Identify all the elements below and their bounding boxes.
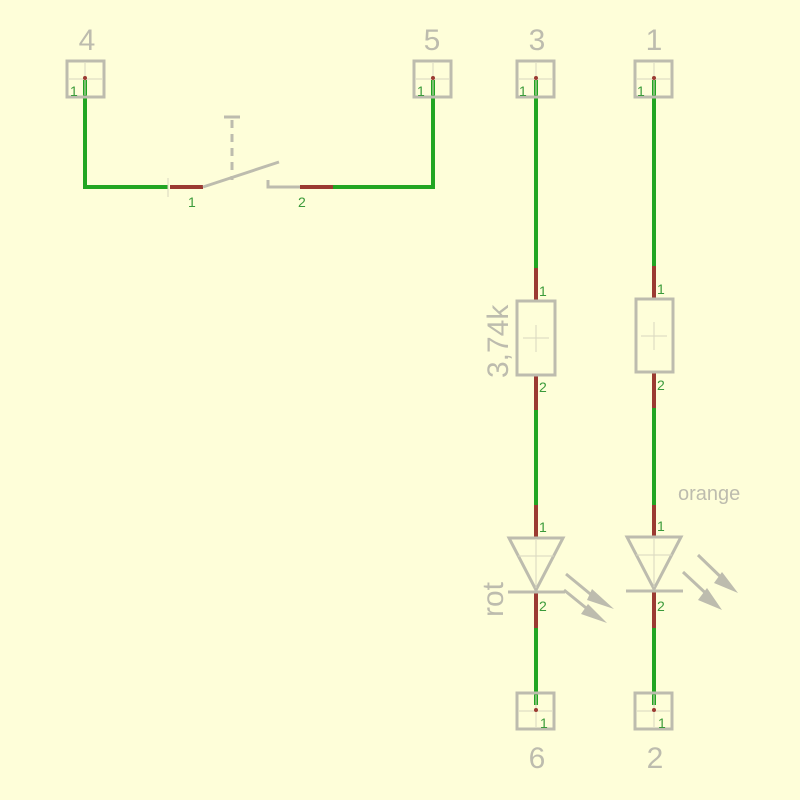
led-right[interactable]: 1 2 orange (624, 483, 740, 628)
resistor-value: 3,74k (482, 304, 515, 378)
light-emission-arrows-icon (681, 553, 738, 610)
pushbutton-switch[interactable]: 1 2 (167, 115, 333, 210)
wire-4-switch[interactable] (83, 80, 168, 189)
connector-6[interactable]: 6 1 (515, 691, 556, 775)
led-color-label: rot (477, 581, 510, 617)
connector-1[interactable]: 1 1 (633, 24, 674, 99)
switch-pin-2: 2 (298, 194, 306, 210)
pin-label: 1 (70, 83, 78, 99)
pin-label: 2 (539, 379, 547, 395)
pin-label: 1 (519, 83, 527, 99)
light-emission-arrows-icon (563, 572, 614, 623)
connector-4[interactable]: 4 1 (65, 24, 106, 99)
connector-2[interactable]: 2 1 (633, 691, 674, 775)
pin-label: 1 (540, 715, 548, 731)
resistor-right[interactable]: 1 2 (634, 266, 675, 408)
pin-label: 1 (657, 281, 665, 297)
connector-label: 5 (424, 24, 441, 57)
resistor-left[interactable]: 1 2 3,74k (482, 268, 557, 410)
connector-label: 3 (529, 24, 546, 57)
connector-label: 2 (647, 742, 664, 775)
connector-label: 6 (529, 742, 546, 775)
pin-label: 2 (539, 598, 547, 614)
pin-label: 1 (637, 83, 645, 99)
led-color-label: orange (678, 483, 740, 505)
connector-label: 1 (646, 24, 663, 57)
pin-label: 1 (658, 715, 666, 731)
switch-pin-1: 1 (188, 194, 196, 210)
connector-label: 4 (79, 24, 96, 57)
pin-label: 1 (417, 83, 425, 99)
wire-switch-5[interactable] (333, 80, 435, 189)
pin-label: 1 (539, 519, 547, 535)
connector-5[interactable]: 5 1 (412, 24, 453, 99)
pin-label: 1 (657, 518, 665, 534)
pin-label: 2 (657, 598, 665, 614)
pin-label: 2 (657, 377, 665, 393)
led-left[interactable]: 1 2 rot (477, 505, 614, 628)
connector-3[interactable]: 3 1 (515, 24, 556, 99)
pin-label: 1 (539, 283, 547, 299)
